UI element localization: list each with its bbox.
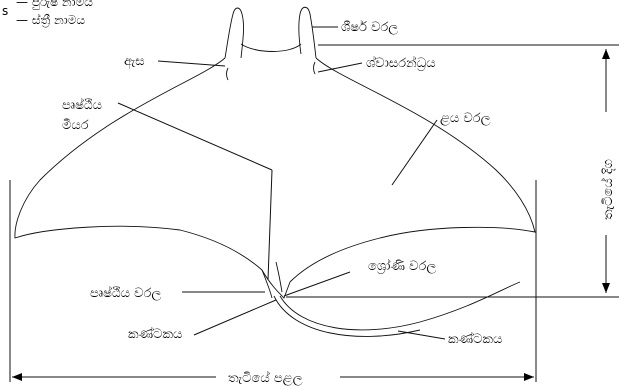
body-trailing-edge bbox=[261, 269, 291, 299]
label-cephalic-fin: ශීර්ෂ වරල bbox=[341, 19, 398, 35]
leader-lines bbox=[117, 26, 446, 340]
leader-pectoral-fin bbox=[391, 119, 438, 186]
legend-male-name: — පුරුෂ නාමය bbox=[16, 0, 93, 10]
cephalic-fin-left bbox=[224, 7, 244, 59]
head-front-edge bbox=[240, 43, 302, 52]
legend: s — පුරුෂ නාමය — ස්ත්‍රී නාමය bbox=[2, 0, 93, 27]
leader-eye bbox=[157, 60, 226, 67]
cephalic-fin-right bbox=[298, 6, 317, 59]
pelvic-fin-shape bbox=[261, 261, 283, 299]
leader-pelvic-down bbox=[267, 169, 273, 281]
leader-spine-left bbox=[193, 299, 277, 336]
label-disc-length: තැටියේ දිග bbox=[600, 159, 616, 220]
spiracle-mark bbox=[313, 61, 316, 75]
label-spiracle: ශ්වාසරන්ධ්‍රය bbox=[366, 55, 436, 71]
pectoral-fin-left bbox=[14, 57, 263, 271]
width-arrowhead-right bbox=[524, 373, 534, 381]
length-arrowhead-bottom bbox=[602, 283, 610, 293]
legend-prefix: s bbox=[2, 4, 8, 18]
label-eye: ඇස bbox=[124, 54, 145, 69]
tail bbox=[279, 281, 521, 331]
leader-pelvic-upper bbox=[117, 102, 273, 171]
leader-spine-right bbox=[397, 330, 446, 340]
label-pelvic-fin-lower: මීයර bbox=[62, 118, 89, 133]
label-dorsal-fin-top: ශ්‍රෝණි වරල bbox=[368, 258, 436, 274]
length-arrowhead-top bbox=[602, 49, 610, 59]
pectoral-fin-right bbox=[289, 57, 536, 283]
legend-female-name: — ස්ත්‍රී නාමය bbox=[16, 13, 85, 28]
label-dorsal-fin: පෘෂ්ඨීය වරල bbox=[90, 285, 161, 301]
width-arrowhead-left bbox=[12, 373, 22, 381]
labels: ශීර්ෂ වරල ඇස ශ්වාසරන්ධ්‍රය පෘෂ්ඨීය මීයර … bbox=[62, 19, 616, 386]
label-spine-right: කණ්ටකය bbox=[448, 331, 502, 347]
label-pectoral-fin: ළය වරල bbox=[440, 111, 491, 126]
manta-ray-body bbox=[14, 6, 536, 337]
eye-mark bbox=[226, 67, 229, 81]
tail-inner bbox=[273, 295, 421, 337]
leader-spiracle bbox=[317, 62, 363, 73]
label-spine-left: කණ්ටකය bbox=[128, 326, 182, 342]
label-pelvic-fin-upper: පෘෂ්ඨීය bbox=[62, 97, 102, 113]
leader-dorsal-top bbox=[283, 271, 351, 297]
label-disc-width: තැටියේ පළල bbox=[228, 370, 303, 386]
measurements bbox=[9, 44, 619, 382]
